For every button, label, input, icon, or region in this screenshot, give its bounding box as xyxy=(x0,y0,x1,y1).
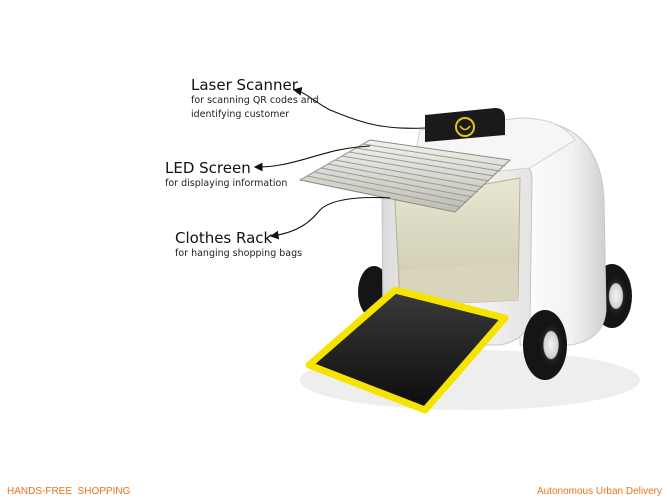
laser-scanner-annotation: Laser Scanner for scanning QR codes and … xyxy=(191,76,319,122)
annotation-description: identifying customer xyxy=(191,109,290,120)
annotation-title: Clothes Rack xyxy=(175,229,273,247)
annotation-description: for displaying information xyxy=(165,178,288,189)
rack-leader-line xyxy=(269,197,391,240)
led-leader-line xyxy=(253,145,371,172)
laser-scanner-unit xyxy=(425,108,505,142)
footer-left-caption: HANDS-FREE SHOPPING xyxy=(7,486,131,497)
cargo-floor xyxy=(400,262,518,306)
front-wheel xyxy=(523,310,567,380)
annotation-title: Laser Scanner xyxy=(191,76,298,94)
annotation-description: for hanging shopping bags xyxy=(175,248,303,259)
scanner-leader-line xyxy=(292,86,426,129)
footer-right-caption: Autonomous Urban Delivery xyxy=(536,486,662,497)
led-screen-panel xyxy=(298,139,512,213)
annotation-description: for scanning QR codes and xyxy=(191,95,319,106)
annotation-title: LED Screen xyxy=(165,159,251,177)
scanner-smiley-icon xyxy=(455,117,475,137)
clothes-rack-annotation: Clothes Rack for hanging shopping bags xyxy=(175,229,302,261)
loading-ramp xyxy=(305,286,509,414)
led-screen-annotation: LED Screen for displaying information xyxy=(165,159,287,191)
